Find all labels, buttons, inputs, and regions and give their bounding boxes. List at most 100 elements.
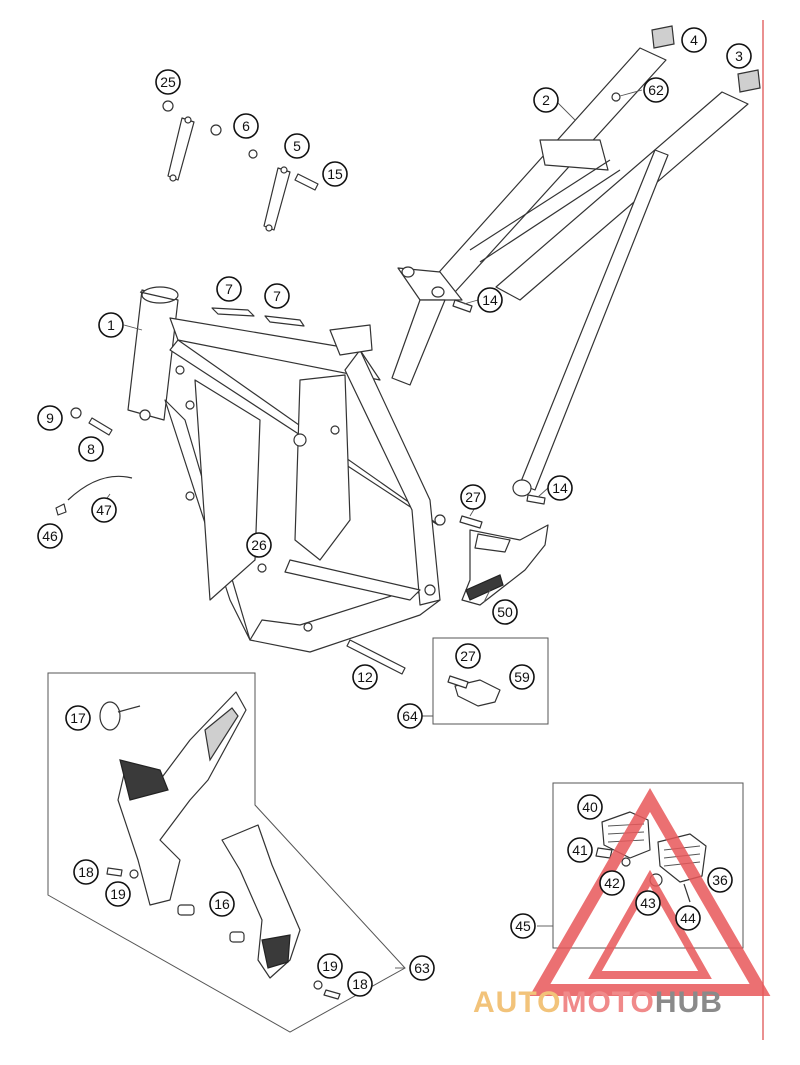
bracket-25 bbox=[162, 100, 195, 182]
washer-19-left bbox=[129, 869, 139, 879]
svg-text:25: 25 bbox=[160, 74, 176, 90]
svg-text:4: 4 bbox=[690, 32, 698, 48]
callout-12: 12 bbox=[352, 664, 378, 690]
svg-text:27: 27 bbox=[460, 648, 476, 664]
callout-18b: 18 bbox=[347, 971, 373, 997]
callout-25: 25 bbox=[155, 69, 181, 95]
callout-26: 26 bbox=[246, 532, 272, 558]
callout-5: 5 bbox=[284, 133, 310, 159]
spacer-16 bbox=[177, 904, 245, 943]
svg-text:3: 3 bbox=[735, 48, 743, 64]
main-frame-drawing bbox=[127, 286, 446, 653]
bolt-27-upper bbox=[459, 515, 483, 529]
svg-text:45: 45 bbox=[515, 918, 531, 934]
callout-47: 47 bbox=[91, 497, 117, 523]
callout-7b: 7 bbox=[264, 283, 290, 309]
callout-19a: 19 bbox=[105, 881, 131, 907]
bracket-5 bbox=[263, 166, 291, 232]
callout-2: 2 bbox=[533, 87, 559, 113]
subframe-plug-4 bbox=[651, 25, 675, 49]
bolt-14-upper bbox=[452, 299, 473, 313]
callout-62: 62 bbox=[643, 77, 669, 103]
svg-text:2: 2 bbox=[542, 92, 550, 108]
fitting-46 bbox=[55, 503, 67, 516]
svg-text:46: 46 bbox=[42, 528, 58, 544]
watermark-text-moto: MOTO bbox=[561, 986, 654, 1019]
frame-protector-left bbox=[117, 691, 247, 906]
leader-lines bbox=[99, 89, 643, 969]
callout-40: 40 bbox=[577, 794, 603, 820]
svg-text:63: 63 bbox=[414, 960, 430, 976]
callout-43: 43 bbox=[635, 890, 661, 916]
svg-text:17: 17 bbox=[70, 710, 86, 726]
svg-text:26: 26 bbox=[251, 537, 267, 553]
svg-text:14: 14 bbox=[552, 480, 568, 496]
svg-text:5: 5 bbox=[293, 138, 301, 154]
bolt-12 bbox=[346, 639, 406, 675]
svg-text:18: 18 bbox=[352, 976, 368, 992]
svg-text:27: 27 bbox=[465, 489, 481, 505]
callout-6: 6 bbox=[233, 113, 259, 139]
callout-8: 8 bbox=[78, 436, 104, 462]
svg-text:15: 15 bbox=[327, 166, 343, 182]
svg-text:8: 8 bbox=[87, 441, 95, 457]
callout-42: 42 bbox=[599, 870, 625, 896]
watermark-text: AUTOMOTOHUB bbox=[473, 986, 723, 1019]
callout-19b: 19 bbox=[317, 953, 343, 979]
callout-3: 3 bbox=[726, 43, 752, 69]
label-plate-7b bbox=[264, 315, 305, 327]
pin-42 bbox=[621, 857, 631, 867]
callout-layer: 1 2 3 4 5 6 7 7 8 9 12 14 14 15 16 17 18… bbox=[37, 27, 752, 997]
svg-text:6: 6 bbox=[242, 118, 250, 134]
nut-9 bbox=[70, 407, 82, 419]
svg-text:7: 7 bbox=[225, 281, 233, 297]
callout-1: 1 bbox=[98, 312, 124, 338]
callout-4: 4 bbox=[681, 27, 707, 53]
nut-62 bbox=[611, 92, 621, 102]
callout-45: 45 bbox=[510, 913, 536, 939]
bracket-59 bbox=[447, 675, 501, 707]
svg-text:14: 14 bbox=[482, 292, 498, 308]
svg-text:62: 62 bbox=[648, 82, 664, 98]
svg-text:40: 40 bbox=[582, 799, 598, 815]
svg-text:50: 50 bbox=[497, 604, 513, 620]
callout-16: 16 bbox=[209, 891, 235, 917]
watermark-triangle-inner bbox=[588, 869, 712, 979]
nut-26 bbox=[257, 563, 267, 573]
svg-text:16: 16 bbox=[214, 896, 230, 912]
callout-7a: 7 bbox=[216, 276, 242, 302]
screw-18-right bbox=[323, 989, 341, 1000]
callout-63: 63 bbox=[409, 955, 435, 981]
watermark-text-hub: HUB bbox=[655, 986, 723, 1019]
svg-text:19: 19 bbox=[110, 886, 126, 902]
svg-text:7: 7 bbox=[273, 288, 281, 304]
washer-19-right bbox=[313, 980, 323, 990]
kit-box-45 bbox=[552, 782, 744, 949]
callout-17: 17 bbox=[65, 705, 91, 731]
callout-46: 46 bbox=[37, 523, 63, 549]
callout-50: 50 bbox=[492, 599, 518, 625]
callout-9: 9 bbox=[37, 405, 63, 431]
callout-27b: 27 bbox=[455, 643, 481, 669]
svg-text:19: 19 bbox=[322, 958, 338, 974]
watermark-text-auto: AUTO bbox=[473, 986, 561, 1019]
stand-bracket-50 bbox=[461, 524, 549, 606]
svg-text:12: 12 bbox=[357, 669, 373, 685]
bolt-15 bbox=[294, 173, 319, 191]
callout-18a: 18 bbox=[73, 859, 99, 885]
callout-15: 15 bbox=[322, 161, 348, 187]
bolt-14-lower bbox=[526, 494, 546, 505]
svg-text:1: 1 bbox=[107, 317, 115, 333]
svg-text:59: 59 bbox=[514, 669, 530, 685]
cotter-pin-44 bbox=[683, 883, 691, 903]
watermark-logo bbox=[529, 788, 771, 996]
callout-41: 41 bbox=[567, 837, 593, 863]
frame-protector-right bbox=[221, 824, 301, 979]
svg-text:9: 9 bbox=[46, 410, 54, 426]
cable-tie-17 bbox=[99, 701, 141, 731]
svg-text:64: 64 bbox=[402, 708, 418, 724]
subframe-drawing bbox=[391, 47, 749, 497]
svg-text:44: 44 bbox=[680, 910, 696, 926]
callout-59: 59 bbox=[509, 664, 535, 690]
